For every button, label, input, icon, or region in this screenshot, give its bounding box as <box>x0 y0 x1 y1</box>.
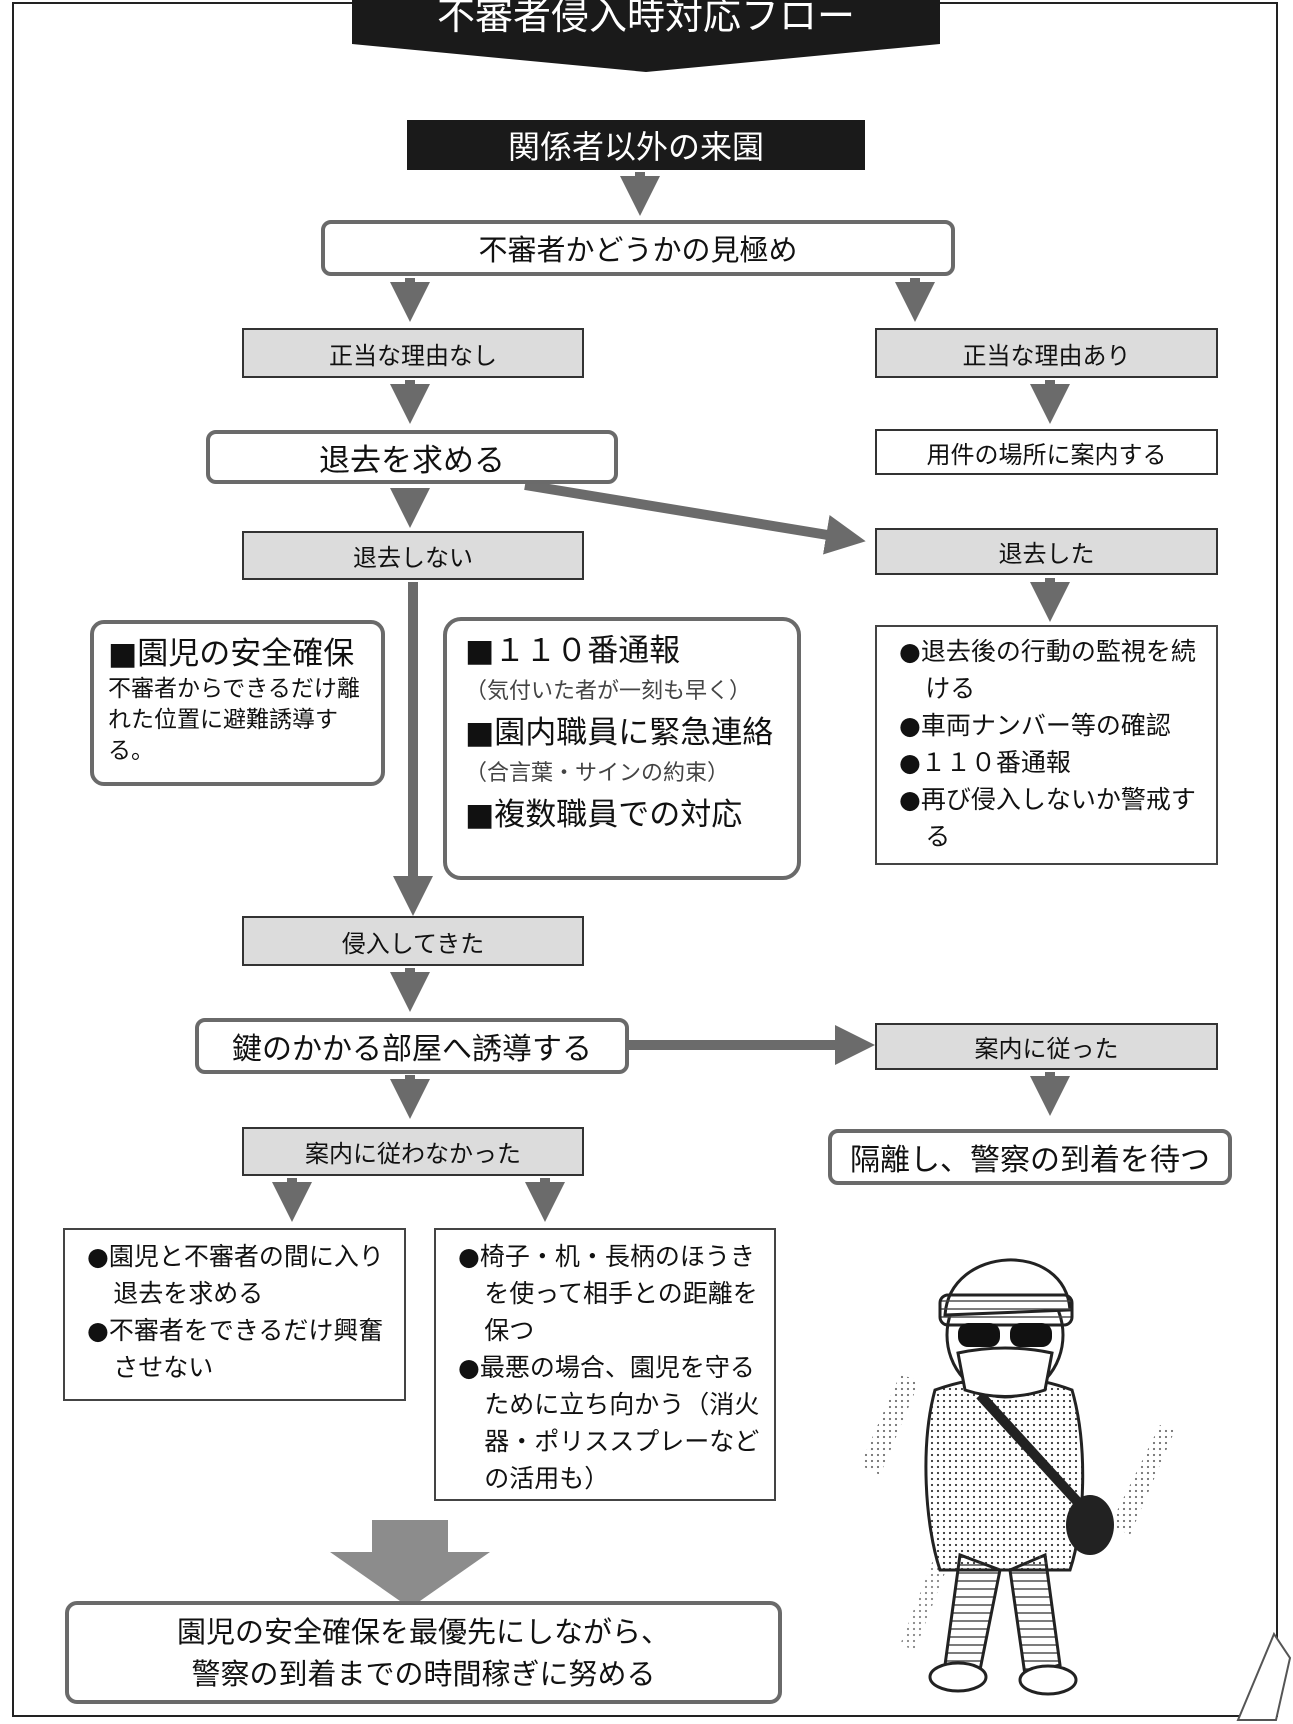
not-followed-node: 案内に従わなかった <box>242 1127 584 1176</box>
guide-place-node: 用件の場所に案内する <box>875 429 1218 475</box>
title-banner <box>352 0 940 72</box>
list-item: ●園児と不審者の間に入り退去を求める <box>87 1242 384 1308</box>
left-actions-box: ●退去後の行動の監視を続ける ●車両ナンバー等の確認 ●１１０番通報 ●再び侵入… <box>875 625 1218 865</box>
call-note-2: （合言葉・サインの約束） <box>465 761 730 786</box>
has-reason-node: 正当な理由あり <box>875 328 1218 378</box>
call-item-110: ■１１０番通報 <box>465 633 681 669</box>
child-safety-text: 不審者からできるだけ離れた位置に避難誘導する。 <box>108 676 360 764</box>
page-curl <box>1236 1631 1292 1721</box>
page-title: 不審者侵入時対応フロー <box>436 0 855 38</box>
call-item-multiple: ■複数職員での対応 <box>465 797 743 833</box>
list-item: ●再び侵入しないか警戒する <box>899 785 1196 851</box>
conclusion-line-2: 警察の到着までの時間稼ぎに努める <box>191 1656 656 1691</box>
ask-leave-node: 退去を求める <box>206 430 618 484</box>
list-item: ●最悪の場合、園児を守るために立ち向かう（消火器・ポリススプレーなどの活用も） <box>458 1353 760 1493</box>
list-item: ●１１０番通報 <box>899 748 1071 777</box>
list-item: ●退去後の行動の監視を続ける <box>899 637 1196 703</box>
child-safety-heading: ■園児の安全確保 <box>108 636 355 672</box>
conclusion-line-1: 園児の安全確保を最優先にしながら、 <box>176 1614 670 1649</box>
lead-room-node: 鍵のかかる部屋へ誘導する <box>195 1018 629 1074</box>
left-node: 退去した <box>875 528 1218 575</box>
conclusion-box: 園児の安全確保を最優先にしながら、 警察の到着までの時間稼ぎに努める <box>65 1601 782 1704</box>
start-node: 関係者以外の来園 <box>407 120 865 170</box>
list-item: ●車両ナンバー等の確認 <box>899 711 1171 740</box>
list-item: ●椅子・机・長柄のほうきを使って相手との距離を保つ <box>458 1242 758 1345</box>
big-down-arrow <box>330 1520 490 1608</box>
emergency-call-box: ■１１０番通報 （気付いた者が一刻も早く） ■園内職員に緊急連絡 （合言葉・サイ… <box>443 617 801 880</box>
child-safety-box: ■園児の安全確保 不審者からできるだけ離れた位置に避難誘導する。 <box>90 620 385 786</box>
followed-node: 案内に従った <box>875 1023 1218 1070</box>
judge-node: 不審者かどうかの見極め <box>321 220 955 276</box>
not-leave-node: 退去しない <box>242 531 584 580</box>
isolate-node: 隔離し、警察の到着を待つ <box>828 1129 1232 1185</box>
list-item: ●不審者をできるだけ興奮させない <box>87 1316 384 1382</box>
arrow-leave-left <box>524 480 866 555</box>
call-item-staff: ■園内職員に緊急連絡 <box>465 715 774 751</box>
suspicious-person-illustration <box>860 1258 1175 1696</box>
call-note-1: （気付いた者が一刻も早く） <box>465 679 752 704</box>
defend-actions-box: ●椅子・机・長柄のほうきを使って相手との距離を保つ ●最悪の場合、園児を守るため… <box>434 1228 776 1501</box>
intruded-node: 侵入してきた <box>242 916 584 966</box>
no-reason-node: 正当な理由なし <box>242 328 584 378</box>
calm-actions-box: ●園児と不審者の間に入り退去を求める ●不審者をできるだけ興奮させない <box>63 1228 406 1401</box>
